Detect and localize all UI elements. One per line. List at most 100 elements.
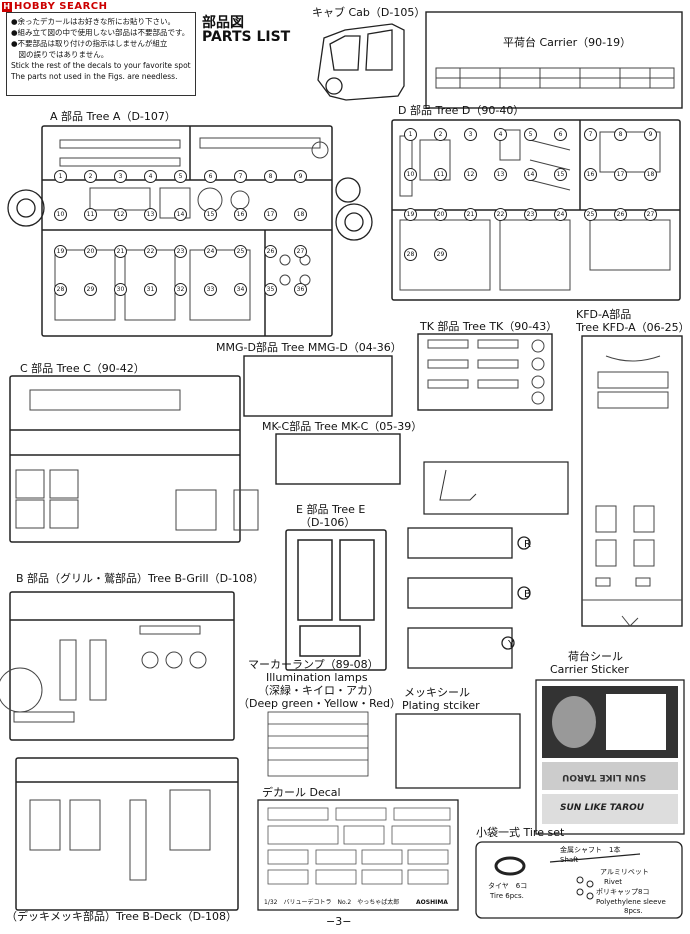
tree-kfda-parts: [582, 355, 682, 627]
tire-label-en: Tire 6pcs.: [490, 892, 524, 900]
tree-mkc-label: MK-C部品 Tree MK-C（05-39）: [262, 420, 423, 433]
part-number-callout: 33: [204, 282, 217, 296]
tree-e-side-r: R: [524, 539, 531, 550]
carrier-sticker-stripe1: [542, 762, 678, 790]
tree-d-parts: [399, 129, 671, 291]
part-number-callout: 7: [234, 170, 247, 183]
part-number-callout: 20: [434, 208, 447, 221]
part-number-callout: 8: [614, 128, 627, 141]
tree-kfda-label-en: Tree KFD-A（06-25）: [576, 321, 690, 334]
part-number-callout: 18: [294, 207, 307, 221]
part-number-callout: 28: [54, 282, 67, 296]
page-number: −3−: [326, 915, 352, 928]
part-number-callout: 4: [144, 170, 157, 183]
tire-drawing: [494, 856, 526, 876]
lamps-colors-en: （Deep green・Yellow・Red）: [238, 697, 402, 710]
sleeve-label-en: Polyethylene sleeve: [596, 898, 666, 906]
tree-e-label-code: （D-106）: [300, 516, 356, 529]
tire-set-title: 小袋一式 Tire set: [476, 826, 565, 839]
tree-e-side-b: B: [524, 589, 531, 600]
plating-sticker-frame: [395, 713, 521, 789]
lamps-title-en: Illumination lamps: [266, 671, 368, 684]
part-number-callout: 20: [84, 245, 97, 258]
decal-footer-right: AOSHIMA: [416, 899, 448, 906]
part-number-callout: 14: [174, 207, 187, 221]
page-title-en: PARTS LIST: [202, 29, 291, 45]
part-number-callout: 19: [54, 245, 67, 258]
part-number-callout: 11: [84, 207, 97, 221]
part-number-callout: 4: [494, 128, 507, 141]
plating-title-en: Plating stciker: [402, 699, 480, 712]
part-number-callout: 23: [174, 245, 187, 258]
part-number-callout: 10: [404, 168, 417, 181]
bracket-part: [439, 469, 477, 501]
part-number-callout: 19: [404, 208, 417, 221]
part-number-callout: 21: [464, 208, 477, 221]
part-number-callout: 14: [524, 168, 537, 181]
cab-drawing: [317, 23, 405, 101]
note-line: 図の誤りではありません。: [11, 50, 109, 59]
part-number-callout: 27: [294, 245, 307, 258]
part-number-callout: 12: [464, 168, 477, 181]
carrier-sticker-label-box: [606, 694, 666, 750]
part-number-callout: 29: [434, 248, 447, 261]
shaft-drawing: [549, 853, 641, 863]
decal-sheet-frame: [257, 799, 459, 911]
tree-tk-frame: [417, 333, 553, 411]
tree-tk-label: TK 部品 Tree TK（90-43）: [420, 320, 558, 333]
carrier-label: 平荷台 Carrier（90-19）: [503, 36, 632, 49]
note-line: ●組み立て図の中で使用しない部品は不要部品です。: [11, 28, 190, 37]
tree-mkc-frame: [275, 433, 401, 485]
tree-c-frame: [9, 375, 241, 543]
carrier-sticker-face: [552, 696, 596, 748]
part-number-callout: 2: [434, 128, 447, 141]
sleeve-count: 8pcs.: [624, 907, 643, 915]
part-number-callout: 15: [554, 168, 567, 181]
note-line: The parts not used in the Figs. are need…: [11, 72, 178, 81]
tree-bdeck-label: （デッキメッキ部品）Tree B-Deck（D-108）: [6, 910, 238, 923]
part-number-callout: 24: [204, 245, 217, 258]
tree-c-parts: [15, 389, 259, 531]
part-number-callout: 28: [404, 248, 417, 261]
decal-footer-left: 1/32 バリューデコトラ No.2 やっちゃば太郎: [264, 899, 400, 906]
sleeve-label-jp: ポリキャップ8コ: [596, 888, 650, 896]
page-title-jp: 部品図: [202, 15, 244, 31]
tree-e-label: E 部品 Tree E: [296, 503, 366, 516]
carrier-sticker-title-jp: 荷台シール: [568, 650, 623, 663]
cab-label: キャブ Cab（D-105）: [312, 6, 426, 19]
tree-c-label: C 部品 Tree C（90-42）: [20, 362, 145, 375]
lamps-title-jp: マーカーランプ（89-08）: [248, 658, 379, 671]
shaft-label-en: Shaft: [560, 856, 579, 864]
part-number-callout: 12: [114, 207, 127, 221]
part-number-callout: 21: [114, 245, 127, 258]
tree-bdeck-frame: [15, 757, 239, 911]
part-number-callout: 18: [644, 168, 657, 181]
part-number-callout: 26: [264, 245, 277, 258]
part-number-callout: 6: [554, 128, 567, 141]
part-number-callout: 25: [584, 208, 597, 221]
part-number-callout: 36: [294, 282, 307, 296]
note-line: ●不要部品は取り付けの指示はしませんが組立: [11, 39, 168, 48]
part-number-callout: 1: [404, 128, 417, 141]
watermark-text: HOBBY SEARCH: [14, 1, 108, 12]
carrier-frame: [425, 11, 683, 109]
part-number-callout: 22: [144, 245, 157, 258]
tree-bgrill-frame: [9, 591, 235, 741]
note-line: ●余ったデカールはお好きな所にお貼り下さい。: [11, 17, 176, 26]
part-number-callout: 5: [524, 128, 537, 141]
part-number-callout: 16: [584, 168, 597, 181]
part-number-callout: 23: [524, 208, 537, 221]
tree-bgrill-parts: [0, 625, 207, 723]
decal-sheet-items: [267, 807, 451, 885]
part-number-callout: 8: [264, 170, 277, 183]
part-number-callout: 27: [644, 208, 657, 221]
tree-a-label: A 部品 Tree A（D-107）: [50, 110, 176, 123]
part-number-callout: 22: [494, 208, 507, 221]
tree-e-runners: [407, 527, 531, 669]
part-number-callout: 25: [234, 245, 247, 258]
tree-a-wheels: [7, 177, 373, 241]
lamps-colors-jp: （深緑・キイロ・アカ）: [258, 684, 379, 697]
part-number-callout: 9: [644, 128, 657, 141]
part-number-callout: 32: [174, 282, 187, 296]
